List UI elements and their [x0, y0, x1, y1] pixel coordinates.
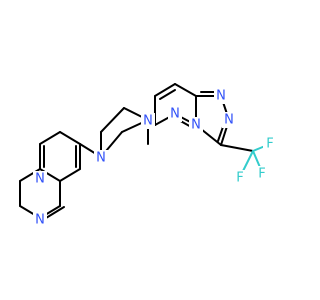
bond: [220, 144, 254, 152]
atom-n-pyrimidine-1: N: [35, 172, 45, 187]
bond: [159, 89, 176, 100]
atom-labels: N N N N N N N N F F F: [33, 88, 277, 228]
bond: [154, 83, 176, 97]
atom-f-2: F: [258, 167, 265, 182]
bond: [59, 168, 81, 182]
molecule-structure: N N N N N N N N F F F: [19, 83, 277, 228]
atom-f-1: F: [236, 171, 243, 186]
atom-n-triazole-2: N: [224, 113, 234, 128]
atom-n-pyrimidine-2: N: [35, 213, 45, 228]
bond: [59, 131, 81, 145]
bond: [45, 206, 65, 219]
bond: [100, 107, 125, 133]
atom-f-3: F: [266, 137, 273, 152]
atom-n-piperazine-1: N: [96, 151, 106, 166]
bonds: [19, 83, 271, 219]
bond: [39, 131, 61, 145]
atom-n-triazole-fused: N: [191, 118, 201, 133]
bond: [174, 83, 197, 97]
atom-n-triazole-1: N: [216, 89, 226, 104]
atom-n-pyridazine: N: [170, 107, 180, 122]
atom-n-piperazine-2: N: [143, 114, 153, 129]
